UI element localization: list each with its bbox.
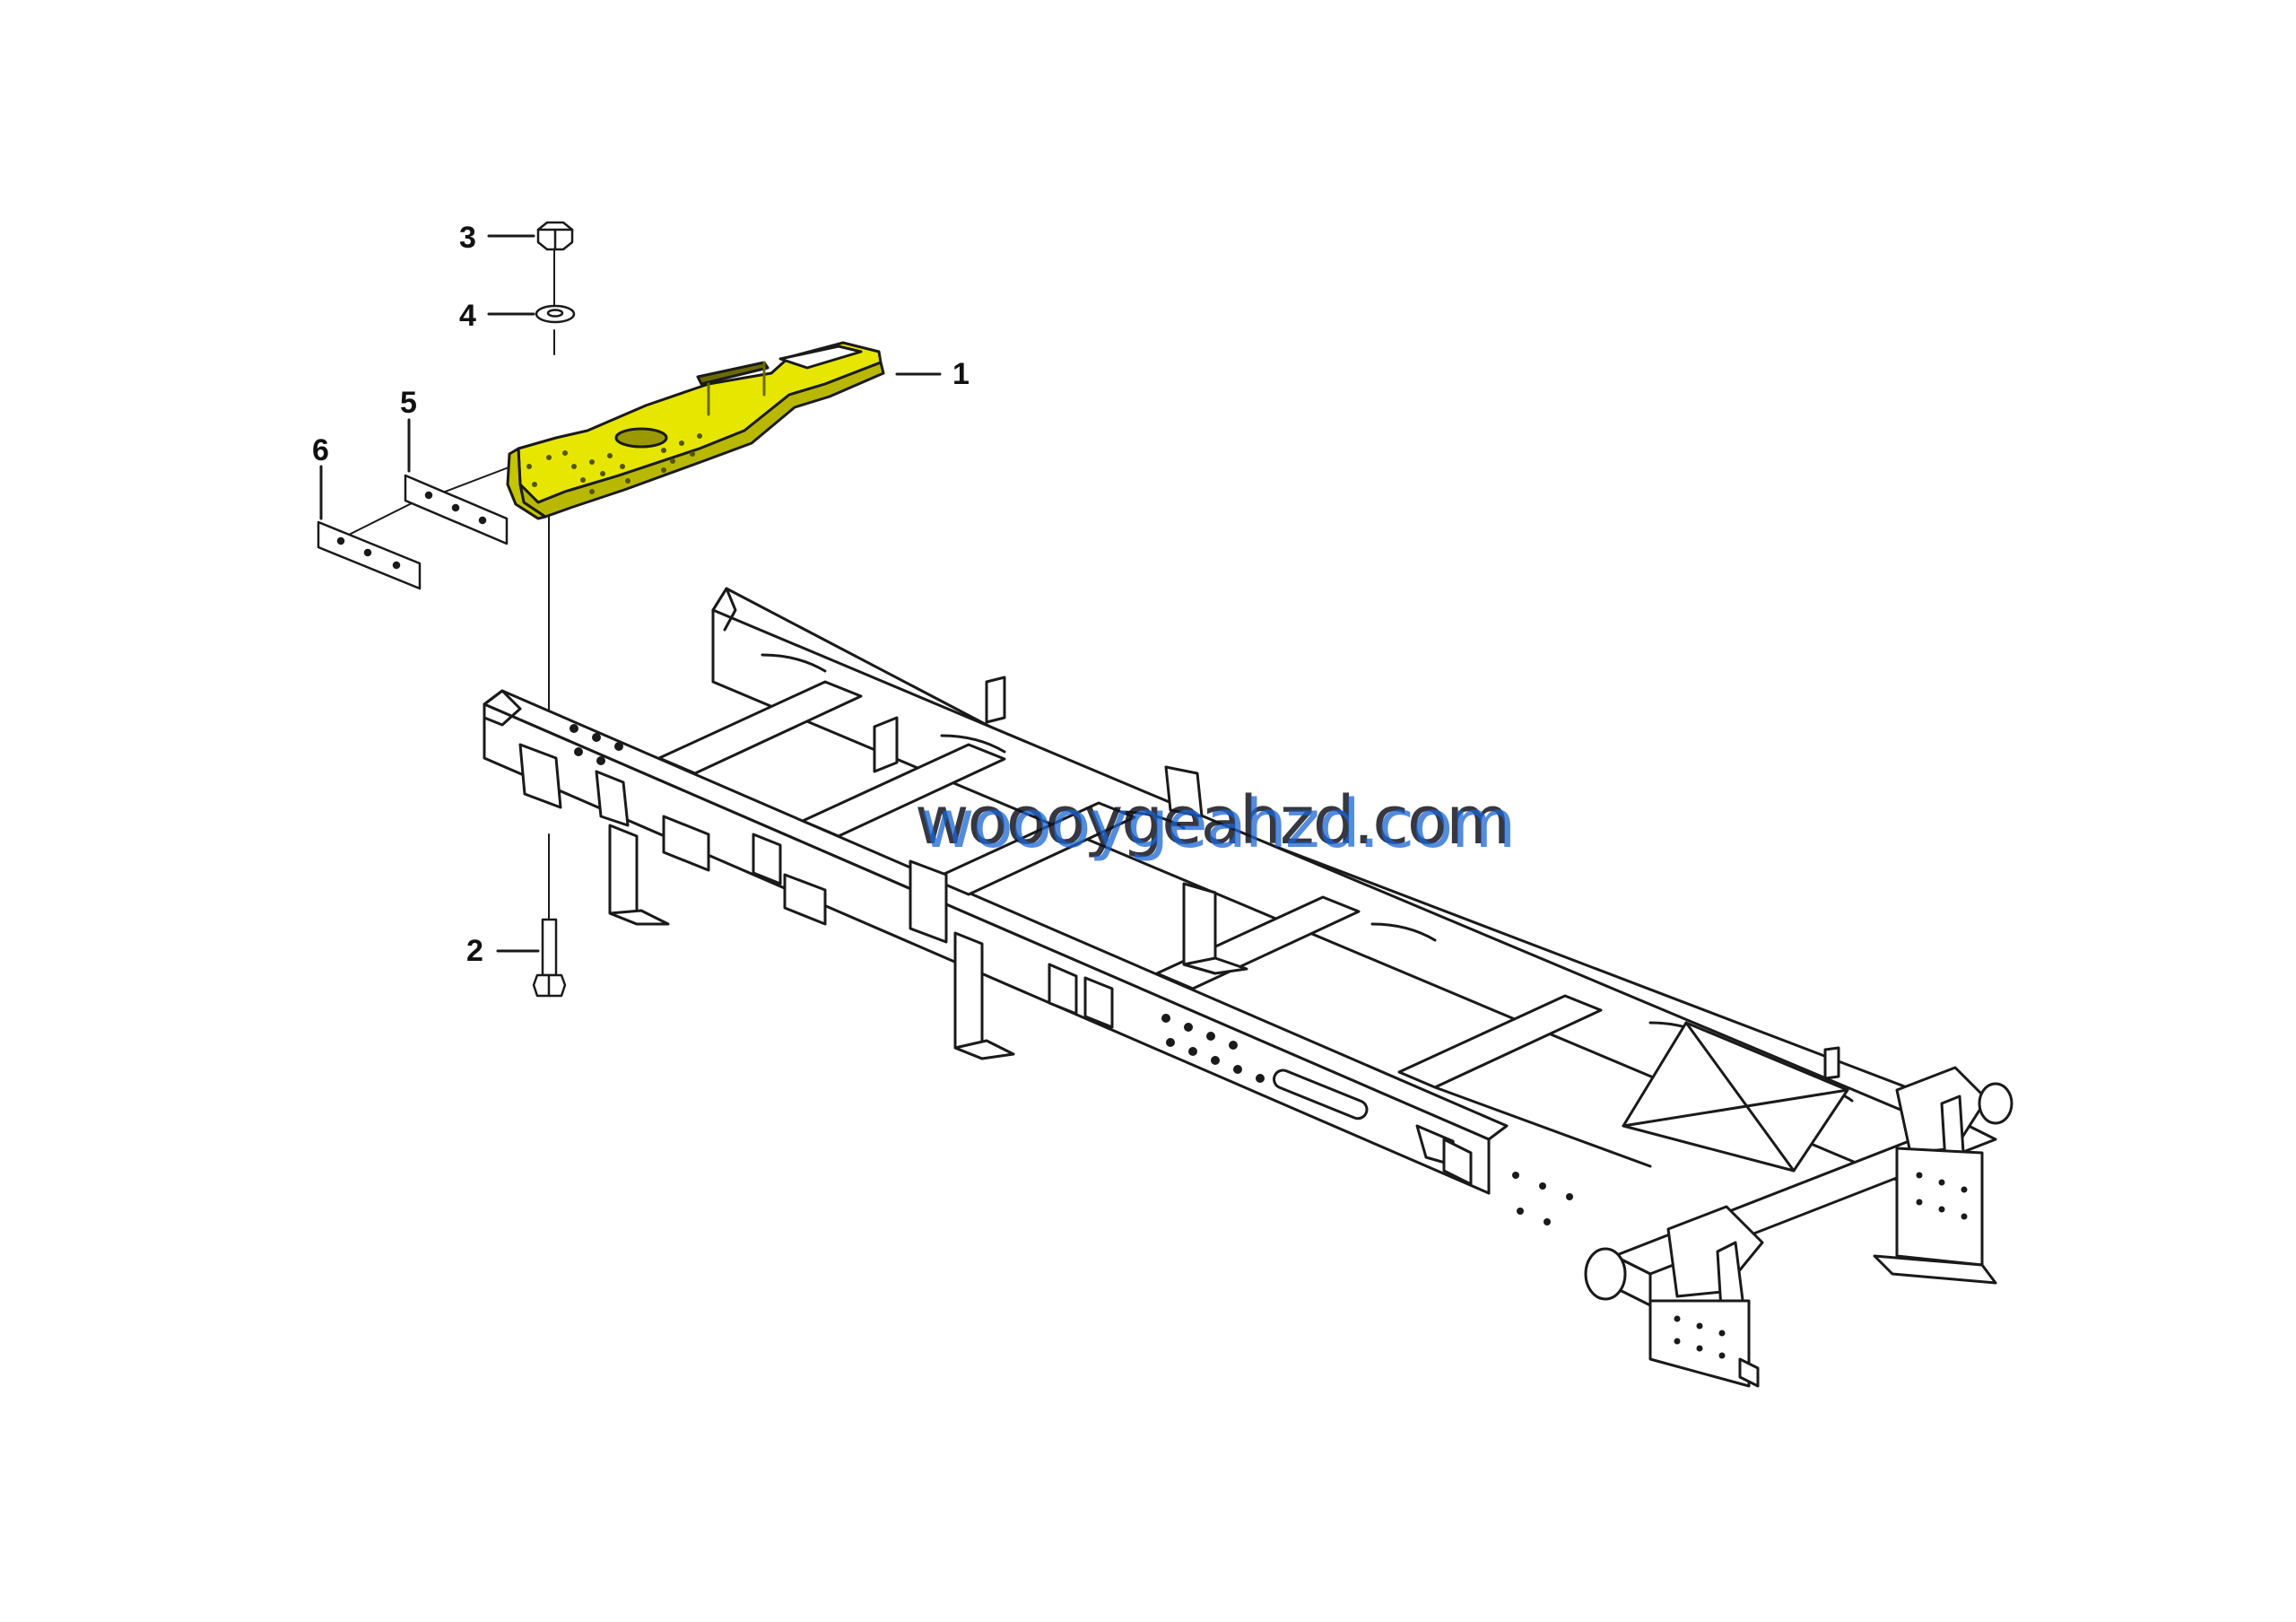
hex-nut-part bbox=[536, 221, 574, 251]
rear-axle-assembly bbox=[1584, 1066, 2013, 1388]
near-side-rail bbox=[483, 689, 1573, 1225]
watermark-text-blue: woooygeahzd.com bbox=[920, 786, 1516, 863]
watermark-text: woooygeahzd.com woooygeahzd.com bbox=[915, 782, 1516, 863]
callout-label-2: 2 bbox=[466, 934, 483, 968]
bolt-part bbox=[532, 918, 567, 998]
callout-label-6: 6 bbox=[312, 433, 329, 467]
cross-members bbox=[657, 680, 1849, 1173]
callout-label-5: 5 bbox=[400, 386, 417, 420]
shim-plate-lower bbox=[317, 520, 422, 590]
shim-plate-upper bbox=[404, 474, 509, 545]
callout-label-4: 4 bbox=[459, 299, 476, 333]
frame-clamp-bracket bbox=[909, 859, 1015, 1060]
callout-label-1: 1 bbox=[952, 357, 970, 391]
washer-part bbox=[535, 304, 576, 324]
mounting-bracket-part bbox=[506, 341, 885, 520]
frame-hangers bbox=[518, 676, 1840, 1186]
watermark-text-dark: woooygeahzd.com bbox=[915, 782, 1510, 859]
leader-lines bbox=[319, 234, 942, 953]
chassis-frame bbox=[483, 587, 2013, 1388]
callout-label-3: 3 bbox=[459, 221, 476, 255]
